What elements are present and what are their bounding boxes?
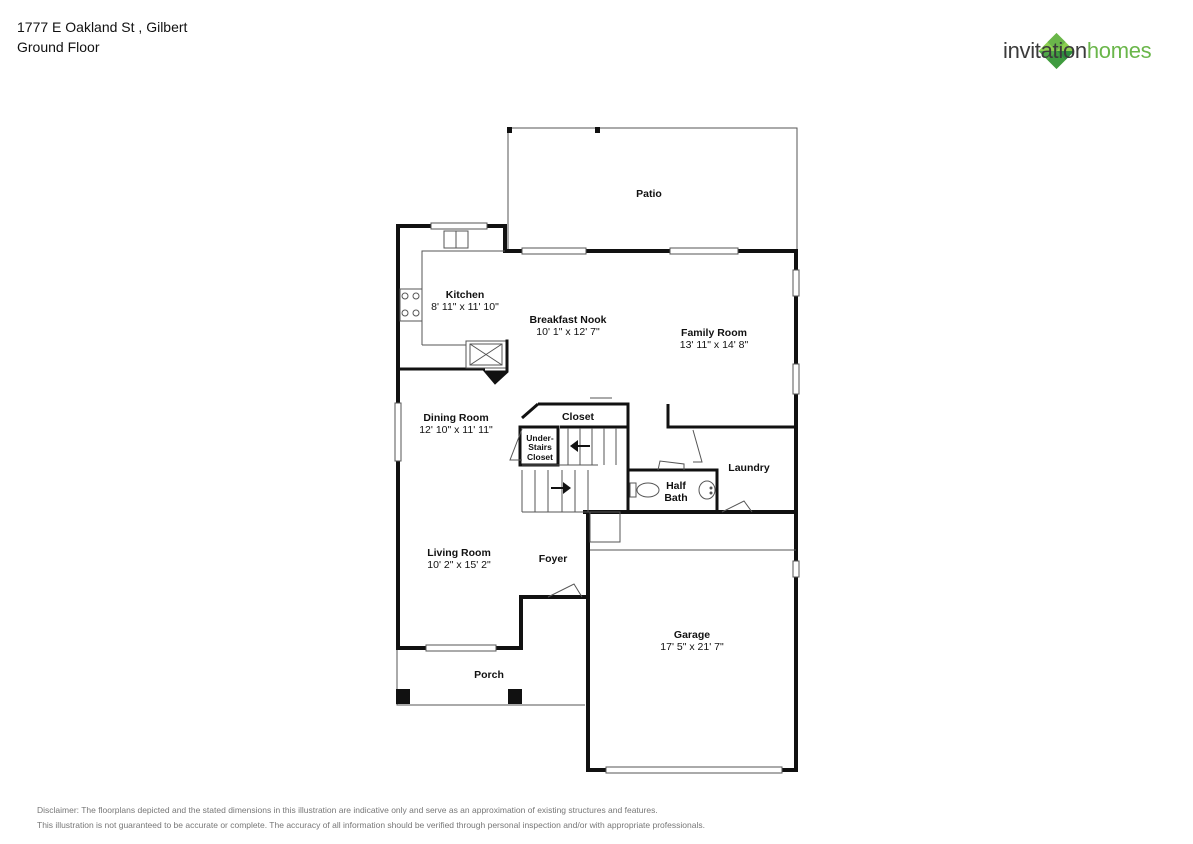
- room-label-half-bath-2: Bath: [664, 492, 687, 504]
- stair-arrow-down-icon: [570, 440, 590, 452]
- room-dims-living-room: 10' 2" x 15' 2": [427, 559, 491, 571]
- room-dims-garage: 17' 5" x 21' 7": [660, 641, 724, 653]
- room-label-family-room: Family Room: [681, 327, 747, 339]
- disclaimer-line-1: Disclaimer: The floorplans depicted and …: [37, 805, 658, 815]
- floor-label: Ground Floor: [17, 39, 100, 55]
- room-label-under-stairs-3: Closet: [527, 452, 553, 462]
- room-label-garage: Garage: [674, 629, 710, 641]
- room-label-living-room: Living Room: [427, 547, 491, 559]
- sink-icon: [698, 480, 716, 500]
- stair-arrow-up-icon: [551, 482, 571, 494]
- room-label-laundry: Laundry: [728, 462, 770, 474]
- room-dims-kitchen: 8' 11" x 11' 10": [431, 301, 499, 313]
- room-label-foyer: Foyer: [539, 553, 568, 565]
- toilet-icon: [629, 482, 660, 498]
- room-label-dining-room: Dining Room: [423, 412, 488, 424]
- invitation-homes-logo: [1038, 33, 1075, 69]
- patio-outline: [507, 127, 798, 250]
- room-label-half-bath-1: Half: [666, 480, 686, 492]
- room-label-under-stairs-1: Under-: [526, 433, 554, 443]
- staircase: [521, 428, 617, 513]
- logo-mark-icon: [1038, 33, 1075, 69]
- room-dims-breakfast-nook: 10' 1" x 12' 7": [536, 326, 600, 338]
- kitchen-counters: [399, 230, 509, 385]
- room-label-breakfast-nook: Breakfast Nook: [529, 314, 606, 326]
- room-label-kitchen: Kitchen: [446, 289, 485, 301]
- room-dims-family-room: 13' 11" x 14' 8": [680, 339, 749, 351]
- logo-word-homes: homes: [1086, 38, 1152, 63]
- logo-word-invitation: invitation: [1003, 38, 1087, 63]
- disclaimer-line-2: This illustration is not guaranteed to b…: [37, 820, 705, 830]
- property-address: 1777 E Oakland St , Gilbert: [17, 19, 188, 35]
- logo-wordmark: invitationhomes: [1003, 38, 1152, 64]
- room-dims-dining-room: 12' 10" x 11' 11": [419, 424, 493, 436]
- room-label-closet: Closet: [562, 411, 595, 423]
- porch-outline: [396, 650, 585, 706]
- windows: [394, 222, 800, 774]
- interior-walls: [398, 367, 796, 512]
- room-label-patio: Patio: [636, 188, 662, 200]
- room-label-under-stairs-2: Stairs: [528, 442, 552, 452]
- room-label-porch: Porch: [474, 669, 504, 681]
- doors: [509, 397, 796, 598]
